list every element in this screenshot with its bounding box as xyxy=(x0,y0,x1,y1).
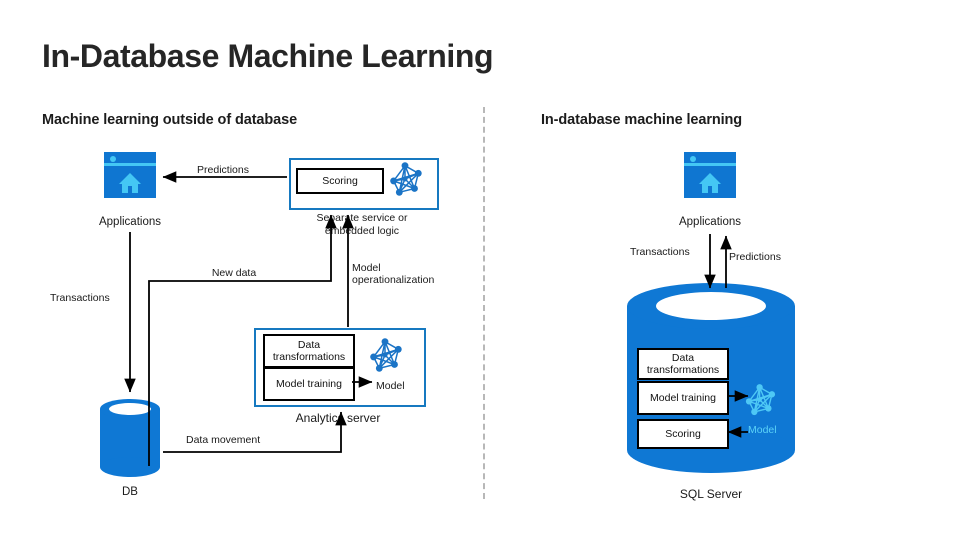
data-transformations-box-right: Data transformations xyxy=(637,348,729,380)
panel-divider xyxy=(483,107,485,499)
transactions-label-left: Transactions xyxy=(50,292,110,304)
model-label-left: Model xyxy=(376,380,405,392)
model-label-right: Model xyxy=(748,424,777,436)
scoring-box-left: Scoring xyxy=(296,168,384,194)
predictions-label-right: Predictions xyxy=(729,251,781,263)
application-icon-right xyxy=(684,152,736,198)
applications-caption-left: Applications xyxy=(98,216,161,228)
separate-service-caption-line2: embedded logic xyxy=(324,225,400,237)
right-panel-heading: In-database machine learning xyxy=(541,112,743,128)
model-training-box-right: Model training xyxy=(637,381,729,415)
analytics-server-caption: Analytics server xyxy=(295,411,381,425)
sql-server-caption: SQL Server xyxy=(679,487,743,501)
scoring-box-right: Scoring xyxy=(637,419,729,449)
predictions-label-left: Predictions xyxy=(197,164,249,176)
data-transformations-box-left: Data transformations xyxy=(263,334,355,368)
left-panel-heading: Machine learning outside of database xyxy=(42,112,298,128)
applications-caption-right: Applications xyxy=(678,216,741,228)
data-movement-label: Data movement xyxy=(186,434,261,446)
database-cylinder-left xyxy=(100,399,160,477)
db-caption: DB xyxy=(122,486,138,498)
separate-service-caption-line1: Separate service or xyxy=(316,212,408,224)
page-title: In-Database Machine Learning xyxy=(42,38,494,74)
model-operationalization-label-line1: Model xyxy=(352,262,381,274)
application-icon-left xyxy=(104,152,156,198)
model-training-box-left: Model training xyxy=(263,367,355,401)
transactions-label-right: Transactions xyxy=(630,246,690,258)
model-operationalization-label-line2: operationalization xyxy=(352,274,435,286)
new-data-label: New data xyxy=(211,267,257,279)
